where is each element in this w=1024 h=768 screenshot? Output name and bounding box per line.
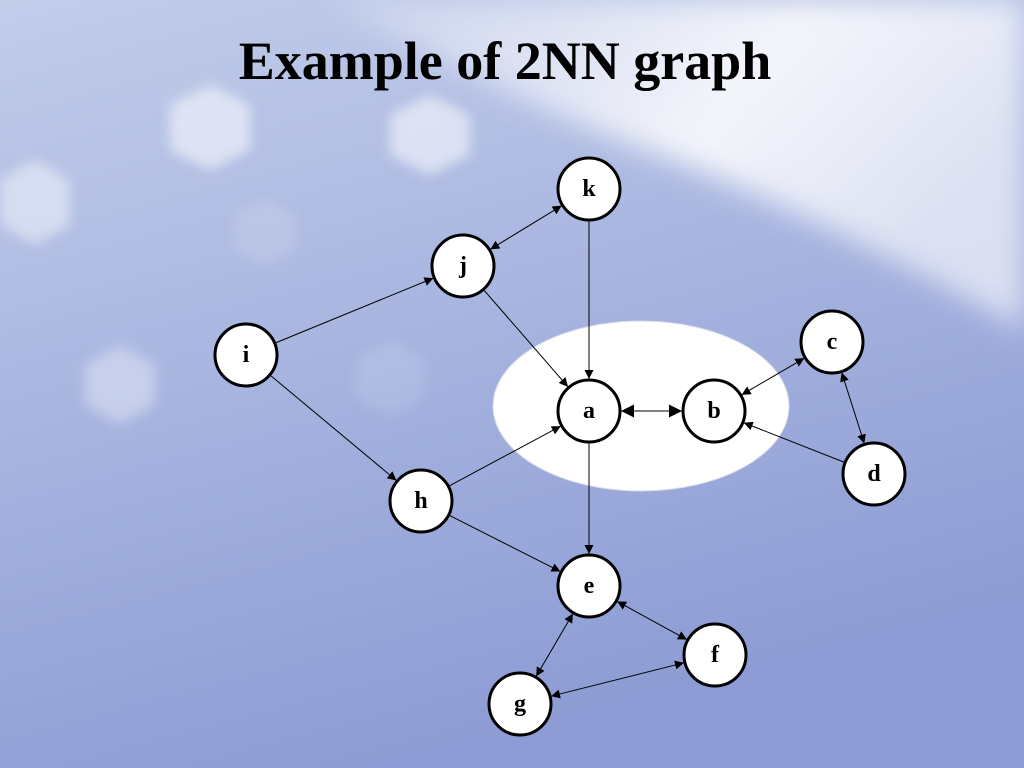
node-circle xyxy=(681,378,747,444)
edge-j-k xyxy=(490,205,562,250)
slide-title: Example of 2NN graph xyxy=(238,31,772,91)
node-circle xyxy=(556,378,622,444)
node-label: b xyxy=(707,398,720,424)
node-j: j xyxy=(430,233,496,299)
node-b: b xyxy=(681,378,747,444)
edge-i-j xyxy=(275,277,434,344)
node-label: i xyxy=(243,342,250,368)
edge-h-a xyxy=(448,425,562,487)
node-d: d xyxy=(841,441,907,507)
node-label: g xyxy=(514,691,526,717)
node-f: f xyxy=(682,622,748,688)
node-label: f xyxy=(711,642,720,668)
node-circle xyxy=(556,553,622,619)
node-circle xyxy=(388,468,454,534)
node-a: a xyxy=(556,378,622,444)
edge-h-e xyxy=(449,515,561,572)
node-label: d xyxy=(867,461,881,487)
edge-c-d xyxy=(840,372,866,444)
edge-e-g xyxy=(535,613,574,677)
node-circle xyxy=(682,622,748,688)
node-circle xyxy=(841,441,907,507)
node-label: j xyxy=(458,253,467,279)
node-g: g xyxy=(487,671,553,737)
node-label: c xyxy=(827,329,838,355)
node-circle xyxy=(487,671,553,737)
edge-i-h xyxy=(270,375,397,481)
node-label: e xyxy=(584,573,595,599)
light-sheen xyxy=(330,0,1024,330)
node-label: h xyxy=(414,488,427,514)
edge-c-b xyxy=(741,357,805,396)
edge-e-f xyxy=(616,600,688,641)
node-h: h xyxy=(388,468,454,534)
node-circle xyxy=(213,322,279,388)
edge-j-a xyxy=(483,289,569,388)
node-label: k xyxy=(582,176,596,202)
node-i: i xyxy=(213,322,279,388)
node-c: c xyxy=(799,309,865,375)
edge-d-b xyxy=(743,421,845,463)
node-e: e xyxy=(556,553,622,619)
node-circle xyxy=(556,156,622,222)
edges xyxy=(270,205,866,699)
node-circle xyxy=(430,233,496,299)
node-circle xyxy=(799,309,865,375)
nodes: k j i a b c d h e f g xyxy=(213,156,907,737)
node-label: a xyxy=(583,398,595,424)
bokeh-hexagons xyxy=(0,85,470,425)
node-k: k xyxy=(556,156,622,222)
edge-f-g xyxy=(550,660,685,699)
